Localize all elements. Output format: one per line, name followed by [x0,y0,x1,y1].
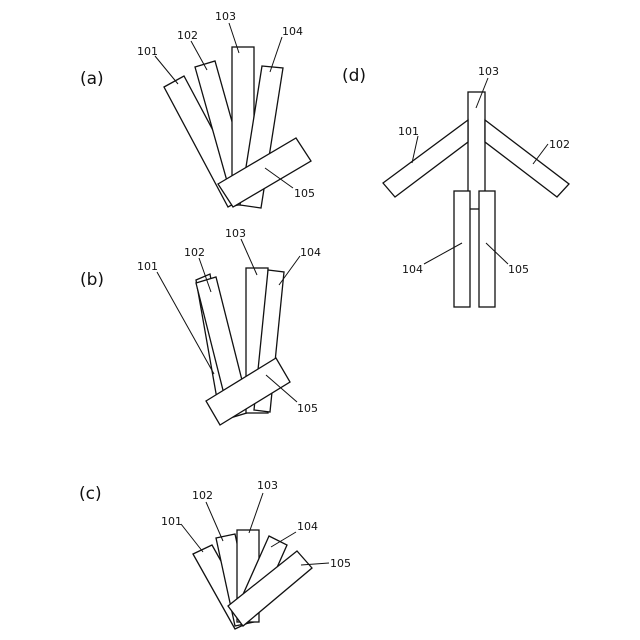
panel-c: (c) 101 102 103 104 105 [79,479,351,629]
panel-c-label: (c) [79,484,102,504]
panel-b: (b) 101 102 103 104 105 [80,227,321,425]
label-102: 102 [192,489,213,502]
leader-103 [249,493,263,533]
label-104: 104 [300,246,321,259]
label-102: 102 [177,29,198,42]
label-105: 105 [297,402,318,415]
label-104: 104 [282,25,303,38]
label-105: 105 [508,263,529,276]
strip-101 [383,120,468,197]
panel-b-label: (b) [80,270,104,290]
leader-104 [279,256,300,285]
label-101: 101 [161,515,182,528]
label-101: 101 [137,45,158,58]
label-103: 103 [215,10,236,23]
leader-101 [181,524,203,552]
panel-a-label: (a) [80,69,104,89]
strip-104 [454,191,470,307]
label-102: 102 [549,138,570,151]
label-103: 103 [225,227,246,240]
leader-102 [533,144,548,164]
label-103: 103 [478,65,499,78]
panel-d: (d) 103 101 102 104 105 [342,65,570,307]
label-105: 105 [294,187,315,200]
strip-102 [485,120,569,197]
label-102: 102 [184,246,205,259]
label-101: 101 [137,260,158,273]
leader-101 [155,56,178,84]
leader-102 [206,502,223,541]
panel-a: (a) 101 102 103 104 105 [80,10,315,208]
label-105: 105 [330,557,351,570]
panel-d-label: (d) [342,66,366,86]
label-103: 103 [257,479,278,492]
label-101: 101 [398,125,419,138]
label-104: 104 [402,263,423,276]
label-104: 104 [297,520,318,533]
